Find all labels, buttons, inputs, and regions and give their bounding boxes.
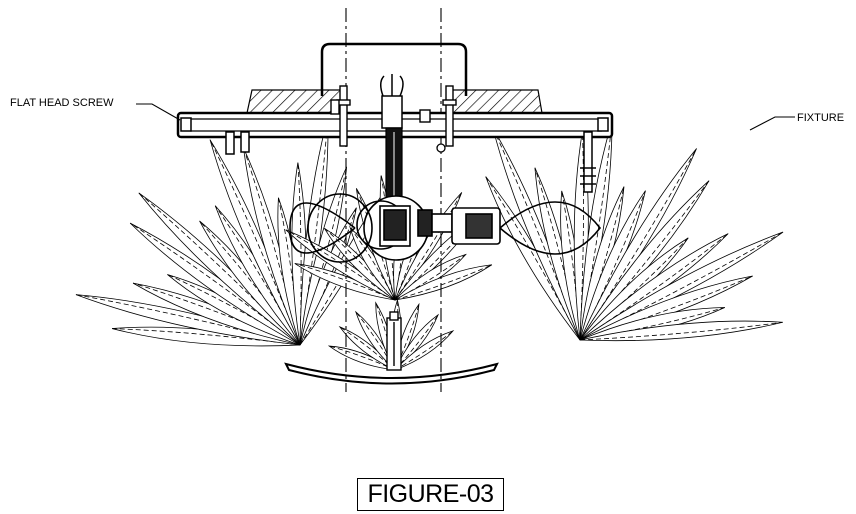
petal-left-12-vein	[299, 116, 329, 346]
figure-label: FIGURE-03	[357, 478, 504, 511]
hanging-rods	[225, 131, 596, 193]
petal-center-4-vein	[355, 188, 396, 301]
petal-group	[75, 116, 784, 371]
flat-head-screw-label: FLAT HEAD SCREW	[10, 97, 114, 109]
petal-right-15	[579, 320, 783, 342]
petal-lower-0-vein	[329, 345, 396, 371]
petal-right-5-vein	[579, 120, 613, 341]
petal-center-8-vein	[394, 192, 463, 301]
petal-lower-7	[394, 330, 455, 371]
sockets	[356, 195, 501, 261]
leader-lines	[136, 103, 795, 131]
petal-right-15-vein	[579, 321, 783, 341]
petal-lower-7-vein	[394, 330, 454, 371]
petal-left-11-vein	[297, 162, 302, 346]
petal-lower-1-vein	[339, 326, 396, 371]
petal-lower-5-vein	[394, 304, 420, 371]
petal-right-12-vein	[579, 231, 784, 341]
petal-right-1-vein	[492, 127, 581, 341]
petal-right-11-vein	[579, 233, 729, 341]
petal-left-1-vein	[75, 294, 301, 346]
bulbs	[289, 193, 602, 263]
petal-center-11	[394, 264, 493, 301]
ceiling-box	[320, 42, 468, 96]
center-lines	[345, 8, 442, 392]
fixture-label: FIXTURE	[797, 112, 845, 124]
petal-lower-2-vein	[355, 311, 396, 371]
mount-screws	[330, 85, 457, 147]
ceiling-hatch-right	[447, 89, 543, 114]
bottom-dish	[284, 362, 499, 385]
bottom-finial	[386, 311, 402, 371]
petal-lower-3-vein	[375, 302, 396, 371]
petal-center-11-vein	[394, 264, 493, 301]
petal-right-13-vein	[579, 275, 753, 341]
petal-left-5-vein	[138, 192, 301, 346]
petal-lower-6-vein	[394, 314, 439, 371]
